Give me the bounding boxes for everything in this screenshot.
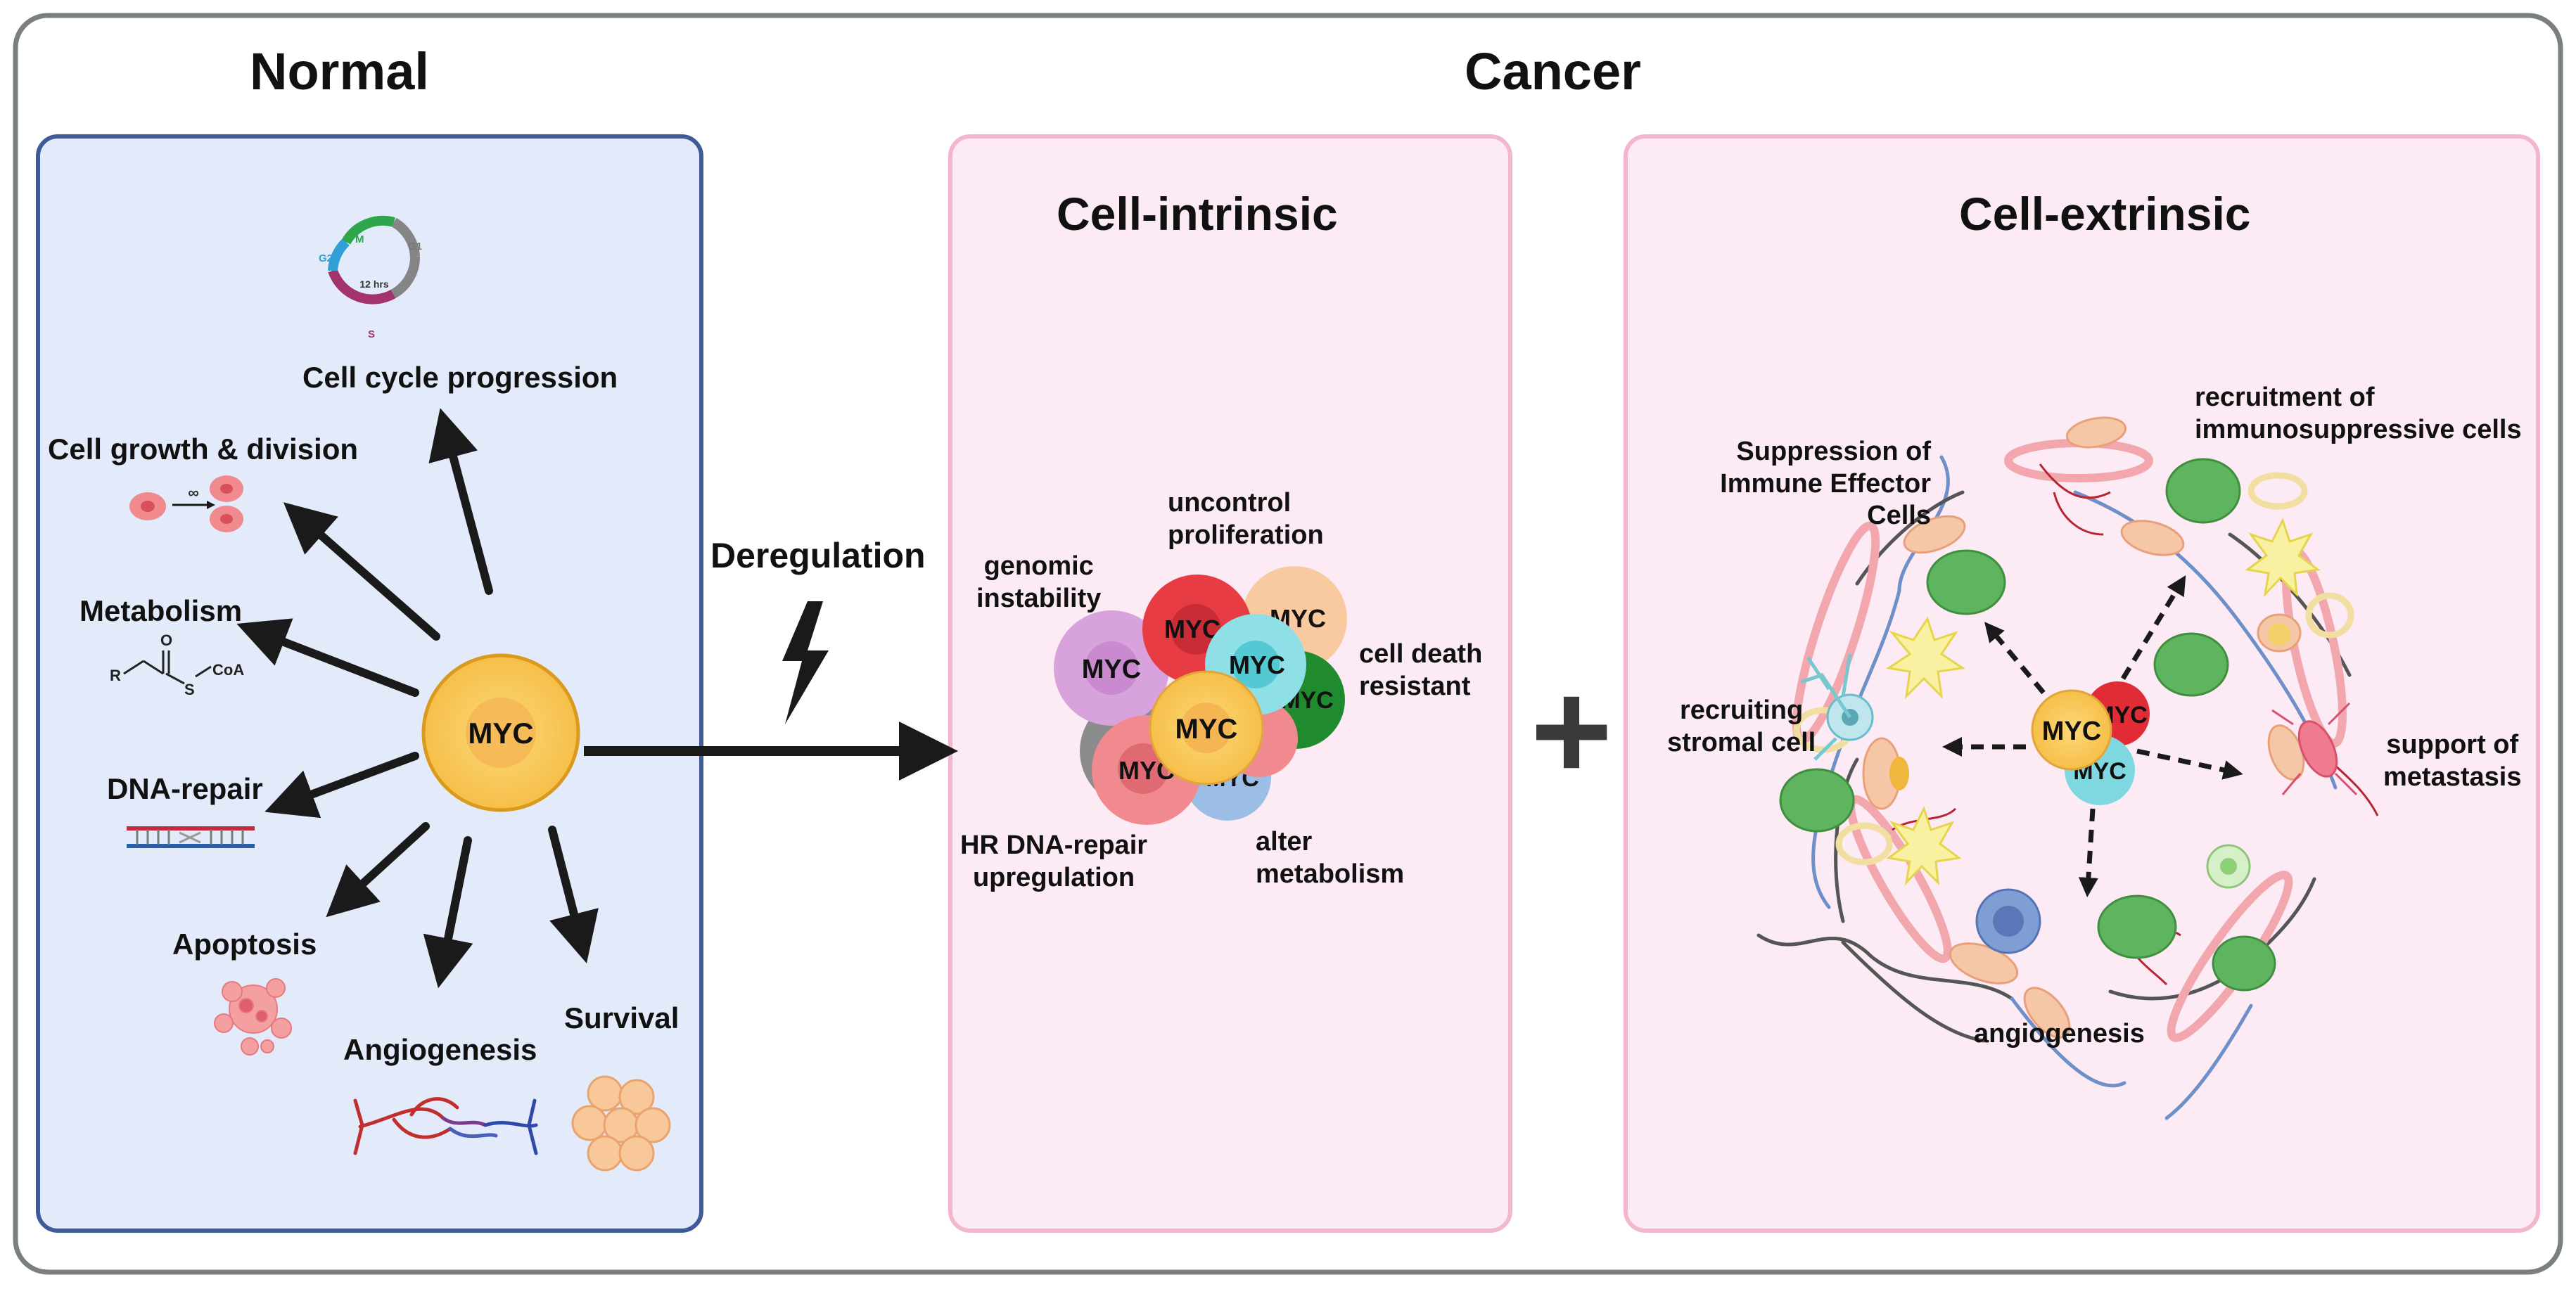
cycle-m-label: M: [355, 233, 364, 245]
extrinsic-title: Cell-extrinsic: [1959, 188, 2251, 240]
arrow-to-immunosuppressive: [2121, 575, 2186, 680]
cell-division-icon: ∞: [129, 475, 243, 532]
intrinsic-title: Cell-intrinsic: [1057, 188, 1338, 240]
label-genomic-instability: genomic instability: [976, 551, 1102, 613]
label-angiogenesis: Angiogenesis: [343, 1033, 537, 1066]
intrinsic-cell-purple: MYC: [1054, 610, 1169, 726]
cycle-g1-label: G1: [408, 241, 422, 252]
label-immunosuppressive-recruitment: recruitment of immunosuppressive cells: [2195, 383, 2522, 444]
label-support-metastasis: support of metastasis: [2383, 730, 2522, 792]
cycle-s-label: S: [368, 328, 375, 340]
normal-title: Normal: [250, 42, 429, 101]
label-survival: Survival: [564, 1001, 680, 1034]
arrow-angiogenesis: [423, 836, 473, 989]
acyl-coa-formula-icon: R O S CoA: [110, 631, 244, 698]
cancer-title: Cancer: [1465, 42, 1641, 101]
arrow-cell-cycle: [428, 408, 493, 595]
label-cell-growth: Cell growth & division: [48, 432, 359, 466]
label-cell-cycle: Cell cycle progression: [302, 361, 618, 394]
cell-cycle-icon: 12 hrs M G1 G2 S: [319, 215, 422, 340]
label-immune-suppression: Suppression of Immune Effector Cells: [1720, 437, 1931, 531]
svg-text:MYC: MYC: [1164, 615, 1220, 643]
svg-text:MYC: MYC: [1175, 714, 1238, 745]
angiogenesis-vessel-icon: [353, 1097, 538, 1155]
label-apoptosis: Apoptosis: [172, 928, 317, 961]
label-dna-repair: DNA-repair: [107, 772, 263, 805]
formula-o: O: [160, 631, 172, 649]
normal-myc-cell: MYC: [421, 653, 580, 812]
label-cell-death-resistant: cell death resistant: [1359, 639, 1483, 701]
label-uncontrol-proliferation: uncontrol proliferation: [1168, 488, 1324, 550]
plus-sign: +: [1531, 653, 1613, 809]
label-extrinsic-angiogenesis: angiogenesis: [1974, 1019, 2145, 1048]
formula-s: S: [184, 681, 195, 698]
arrow-cell-growth: [283, 502, 440, 641]
extrinsic-microenvironment: MYC MYC MYC: [1756, 416, 2379, 1120]
cycle-duration-text: 12 hrs: [359, 278, 388, 290]
formula-r: R: [110, 667, 121, 684]
cycle-g2-label: G2: [319, 252, 333, 264]
green-cells: [1779, 458, 2276, 992]
extrinsic-panel: [1624, 134, 2540, 1233]
arrow-to-immune: [1984, 622, 2046, 695]
extrinsic-cell-yellow: MYC: [2031, 689, 2112, 771]
arrow-dna-repair: [264, 752, 419, 819]
survival-cells-icon: [571, 1075, 671, 1172]
label-hr-dna-repair: HR DNA-repair upregulation: [960, 831, 1148, 892]
arrow-apoptosis: [326, 822, 430, 918]
lightning-icon: [782, 601, 829, 724]
normal-panel: [36, 134, 703, 1233]
svg-text:∞: ∞: [188, 484, 199, 501]
dna-repair-icon: [127, 826, 255, 848]
intrinsic-tumor-cluster: MYC MYC MYC MYC MYC MYC MYC MYC: [1054, 566, 1347, 825]
arrow-survival: [548, 826, 599, 963]
intrinsic-cell-yellow: MYC: [1149, 670, 1264, 785]
arrow-to-metastasis: [2136, 748, 2243, 780]
arrow-to-angiogenesis: [2078, 808, 2098, 897]
myc-function-arrows: [236, 408, 599, 989]
formula-coa: CoA: [212, 661, 244, 679]
apoptosis-icon: [214, 978, 292, 1056]
svg-text:MYC: MYC: [1082, 655, 1141, 684]
arrow-metabolism: [236, 618, 419, 697]
extrinsic-myc-cluster: MYC MYC MYC: [2031, 681, 2150, 805]
label-alter-metabolism: alter metabolism: [1256, 827, 1405, 889]
label-recruiting-stromal: recruiting stromal cell: [1667, 695, 1816, 757]
label-metabolism: Metabolism: [79, 594, 243, 627]
normal-myc-label: MYC: [468, 717, 533, 750]
svg-text:MYC: MYC: [2042, 717, 2101, 746]
svg-text:MYC: MYC: [1229, 650, 1285, 679]
deregulation-label: Deregulation: [710, 536, 926, 575]
extrinsic-dashed-arrows: [1942, 575, 2243, 897]
